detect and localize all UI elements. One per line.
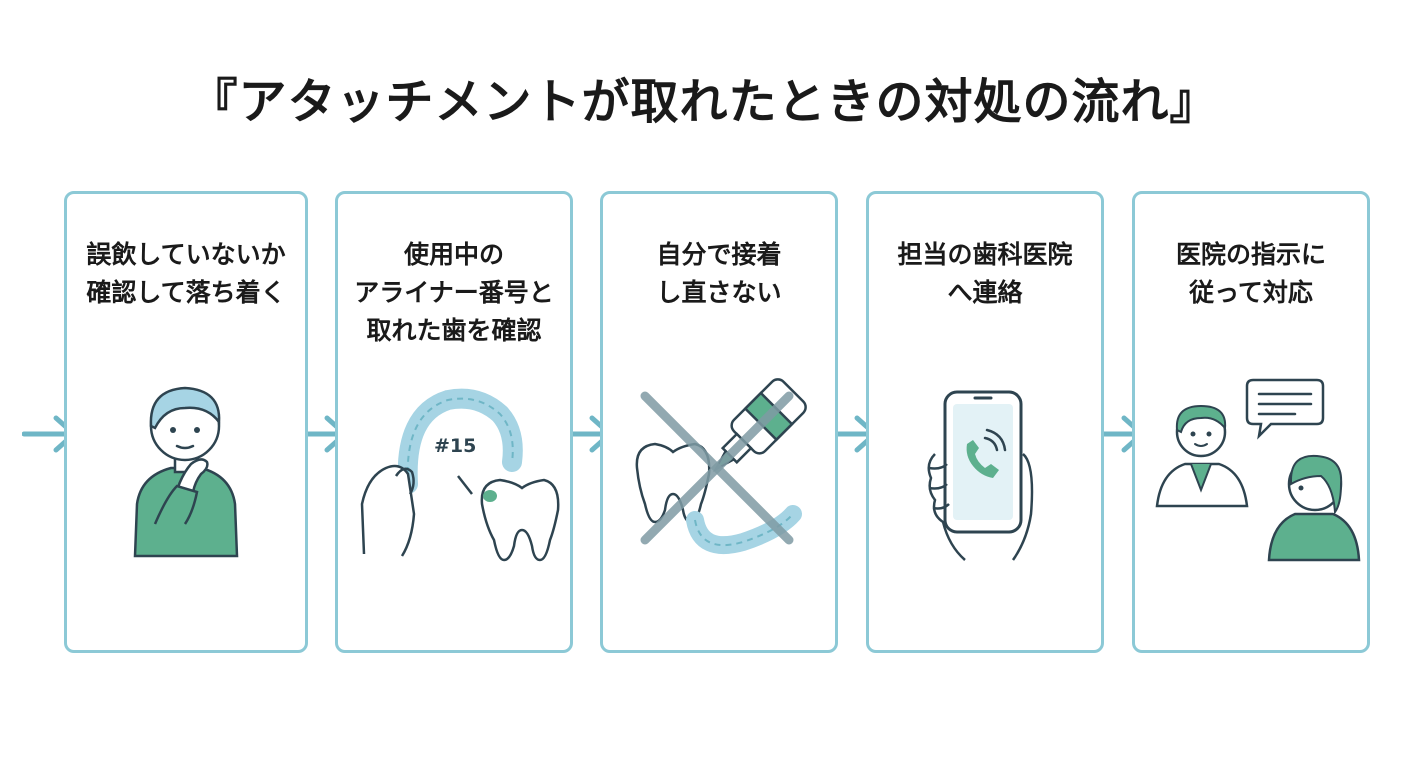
step-card-1: 誤飲していないか 確認して落ち着く xyxy=(64,191,308,653)
step-text: 医院の指示に 従って対応 xyxy=(1175,240,1326,307)
aligner-tooth-icon: #15 xyxy=(360,388,560,562)
step-text: 担当の歯科医院 へ連絡 xyxy=(897,240,1073,307)
no-glue-icon xyxy=(635,378,807,555)
step-card-2: 使用中の アライナー番号と 取れた歯を確認 #15 xyxy=(335,191,573,653)
step-text: 誤飲していないか 確認して落ち着く xyxy=(86,240,286,307)
aligner-number-label: #15 xyxy=(434,435,476,457)
step-text: 自分で接着 し直さない xyxy=(656,240,782,307)
page-title: 『アタッチメントが取れたときの対処の流れ』 xyxy=(189,74,1219,130)
doctor-consult-icon xyxy=(1155,378,1361,562)
step-text: 使用中の アライナー番号と 取れた歯を確認 xyxy=(354,240,554,345)
step-card-4: 担当の歯科医院 へ連絡 xyxy=(866,191,1104,653)
phone-call-icon xyxy=(927,390,1034,561)
step-card-3: 自分で接着 し直さない xyxy=(600,191,838,653)
step-card-5: 医院の指示に 従って対応 xyxy=(1132,191,1370,653)
person-thinking-icon xyxy=(133,386,239,558)
